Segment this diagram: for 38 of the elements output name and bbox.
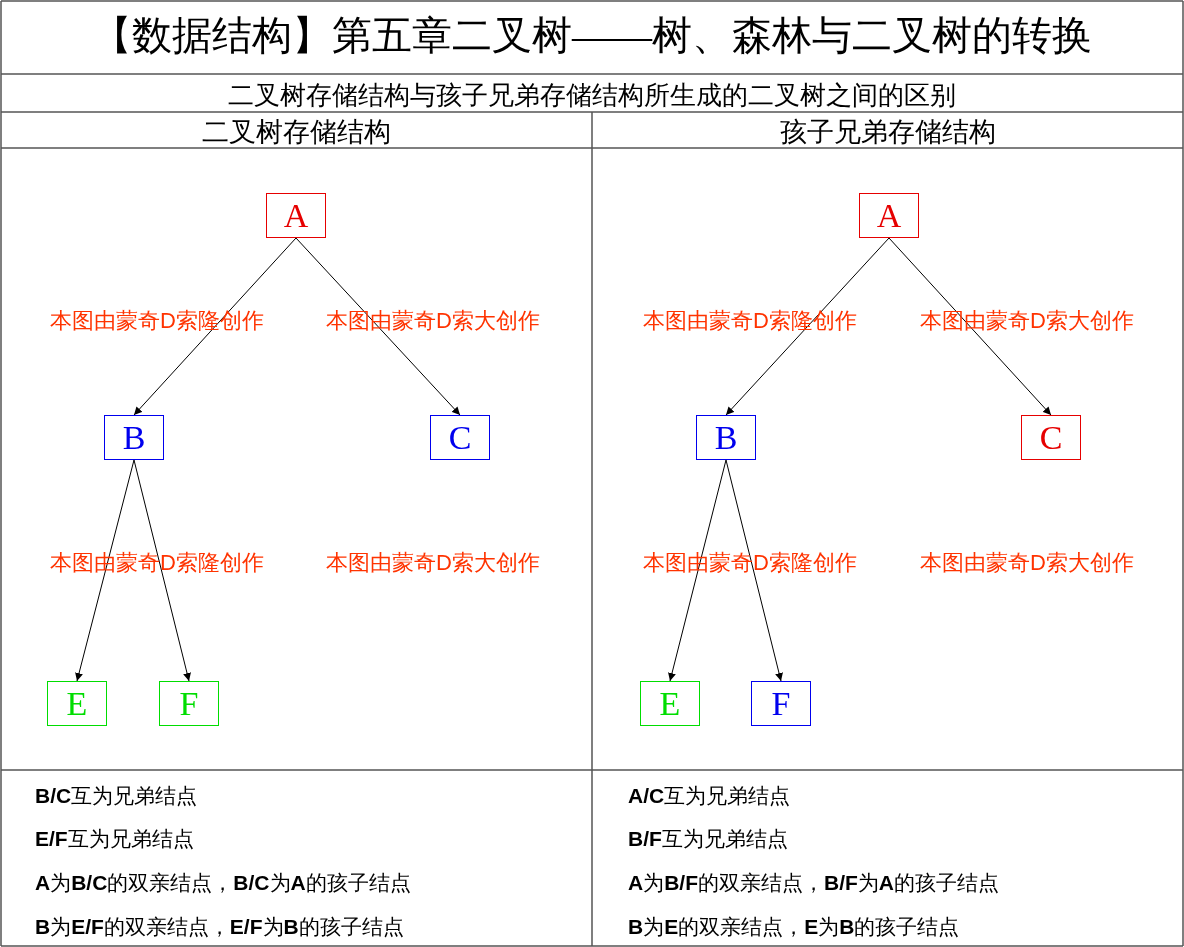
arrow [75,459,135,682]
note-text: B/F互为兄弟结点 [628,826,788,852]
column-header: 二叉树存储结构 [201,116,391,149]
note-text: B/C互为兄弟结点 [35,783,198,809]
author-note: 本图由蒙奇D索大创作 [326,307,540,335]
author-note: 本图由蒙奇D索大创作 [920,549,1134,577]
note-text: A/C互为兄弟结点 [628,783,791,809]
column-header: 孩子兄弟存储结构 [780,116,996,149]
arrow [888,237,1052,416]
note-text: E/F互为兄弟结点 [35,826,194,852]
tree-node: F [751,681,811,726]
tree-node: C [430,415,490,460]
tree-node: F [159,681,219,726]
arrow [295,237,461,416]
arrow [133,237,297,416]
note-text: B为E的双亲结点，E为B的孩子结点 [628,914,960,940]
title: 【数据结构】第五章二叉树——树、森林与二叉树的转换 [92,12,1092,60]
tree-node: B [104,415,164,460]
tree-node: A [266,193,326,238]
author-note: 本图由蒙奇D索隆创作 [50,549,264,577]
subtitle: 二叉树存储结构与孩子兄弟存储结构所生成的二叉树之间的区别 [228,79,956,112]
arrow [668,459,727,682]
arrow [725,459,783,682]
author-note: 本图由蒙奇D索大创作 [326,549,540,577]
note-text: A为B/C的双亲结点，B/C为A的孩子结点 [35,870,411,896]
arrow [133,459,191,682]
tree-node: E [47,681,107,726]
author-note: 本图由蒙奇D索隆创作 [643,549,857,577]
author-note: 本图由蒙奇D索隆创作 [50,307,264,335]
author-note: 本图由蒙奇D索大创作 [920,307,1134,335]
note-text: A为B/F的双亲结点，B/F为A的孩子结点 [628,870,999,896]
note-text: B为E/F的双亲结点，E/F为B的孩子结点 [35,914,404,940]
arrow [725,237,890,416]
tree-node: E [640,681,700,726]
tree-node: B [696,415,756,460]
tree-node: A [859,193,919,238]
author-note: 本图由蒙奇D索隆创作 [643,307,857,335]
tree-node: C [1021,415,1081,460]
